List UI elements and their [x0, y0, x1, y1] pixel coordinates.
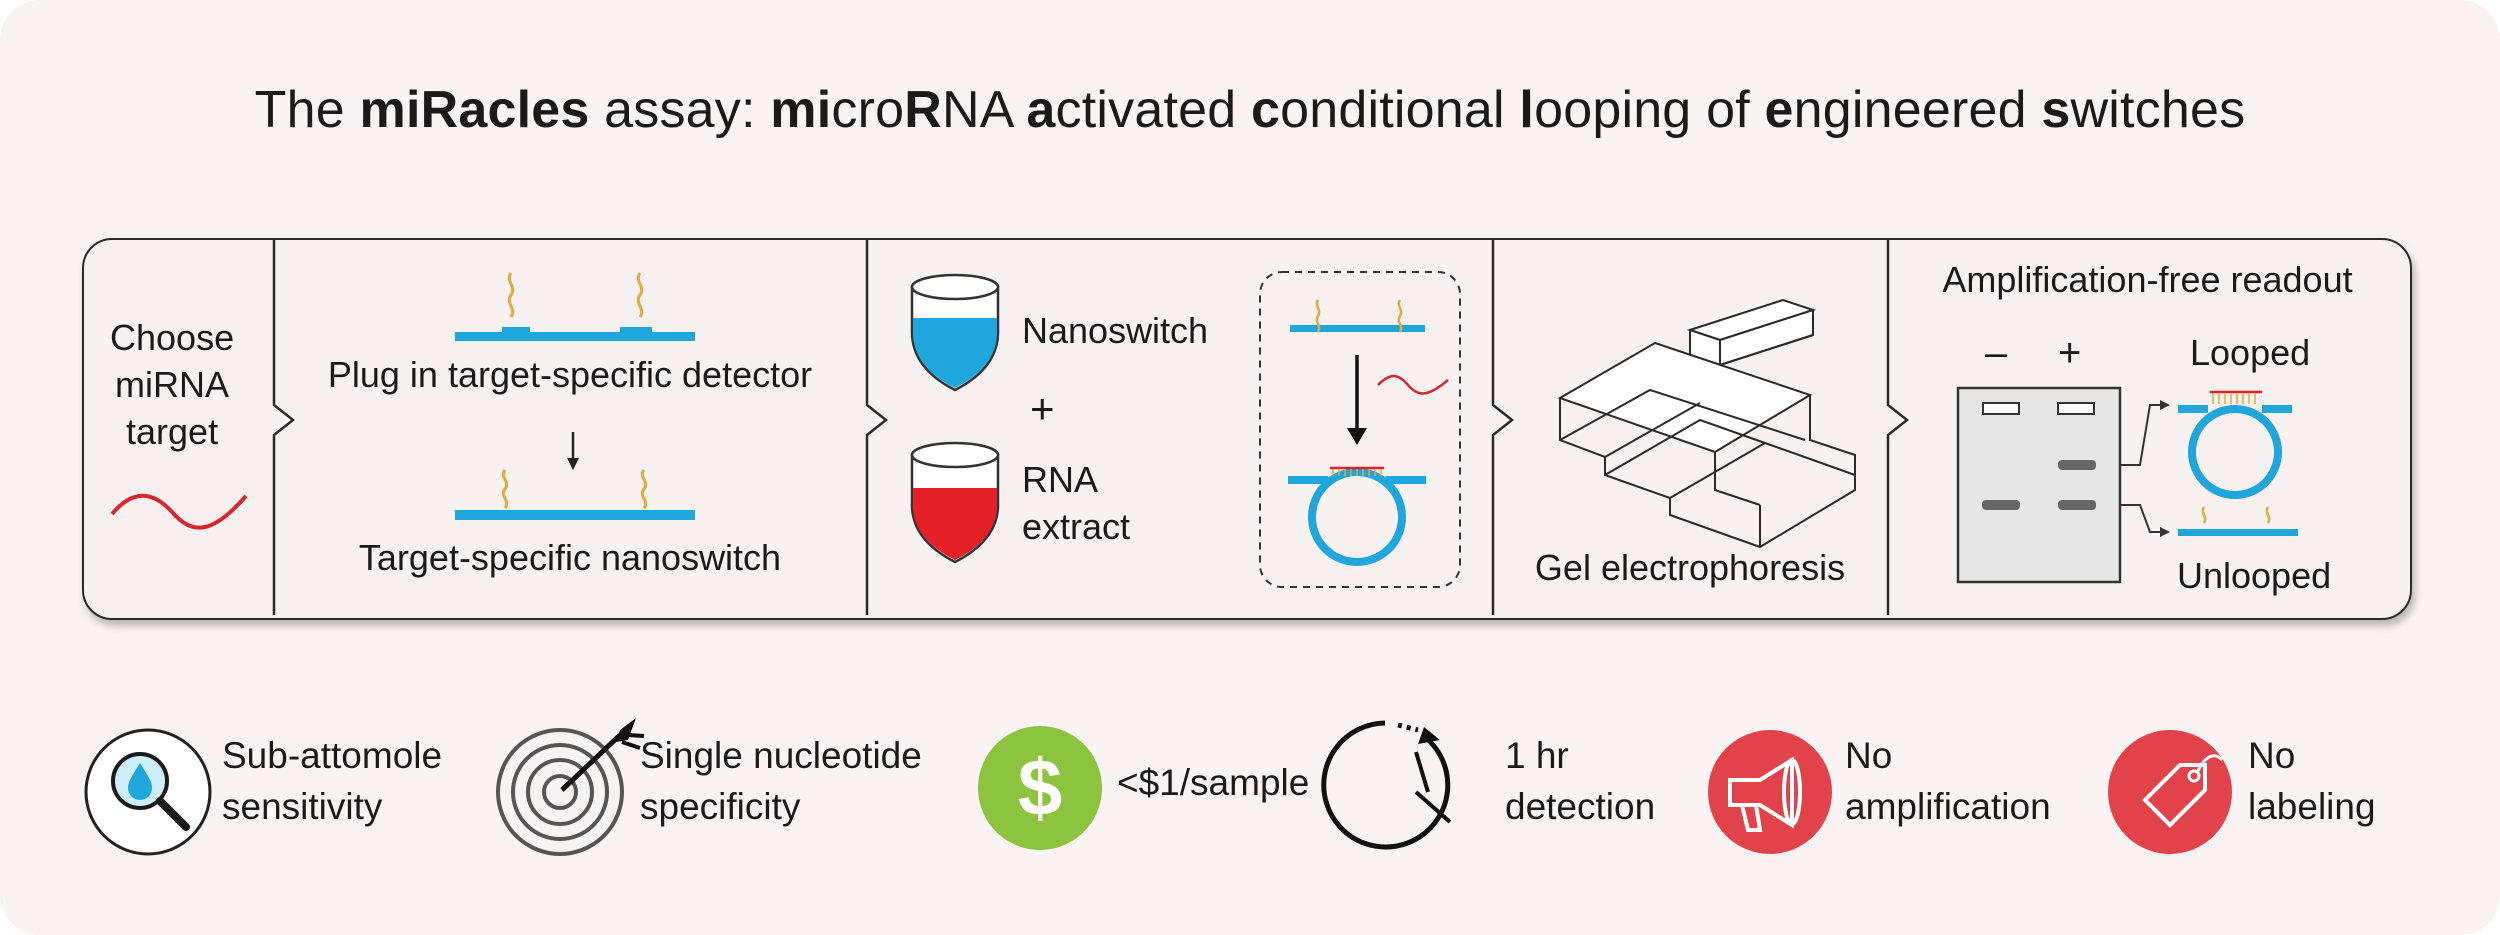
looped-nanoswitch-icon	[1288, 466, 1426, 566]
divider-1	[272, 240, 296, 615]
divider-3	[1491, 240, 1515, 615]
detector-nanoswitch-icon	[455, 272, 695, 341]
readout-looped-icon	[2178, 390, 2292, 499]
plus-sign: +	[1030, 385, 1055, 432]
gel-image	[1956, 386, 2122, 584]
target-specific-nanoswitch-icon	[455, 469, 695, 520]
mixing-arrow-icon	[1347, 355, 1367, 445]
looped-label: Looped	[2190, 332, 2311, 373]
mirna-strand-icon	[1377, 374, 1449, 395]
target-arrow-icon	[496, 718, 645, 856]
clock-icon	[1321, 720, 1452, 850]
dollar-icon: $	[978, 726, 1102, 850]
figure-title: The miRacles assay: microRNA activated c…	[254, 81, 2246, 139]
divider-2	[865, 240, 889, 615]
gel-box-icon	[1686, 298, 1817, 367]
feature-cost: <$1/sample	[1117, 762, 1310, 803]
step2-bottom-label: Target-specific nanoswitch	[358, 537, 782, 578]
gel-band-unlooped-1	[1982, 500, 2020, 510]
rna-extract-tube-icon	[910, 441, 1000, 564]
gel-well-1	[1982, 402, 2020, 415]
mirna-target-wave-icon	[110, 493, 248, 530]
nanoswitch-tube-icon	[910, 273, 1000, 392]
readout-connector	[2120, 404, 2162, 533]
magnifier-drop-icon	[84, 728, 212, 856]
gel-plus-label: +	[2058, 331, 2082, 375]
unlooped-label: Unlooped	[2177, 555, 2332, 596]
mixing-nanoswitch-icon	[1290, 299, 1425, 333]
hybridization-box	[1259, 271, 1461, 588]
tag-icon	[2108, 730, 2232, 854]
readout-heading: Amplification-free readout	[1942, 259, 2353, 300]
nanoswitch-label: Nanoswitch	[1022, 310, 1209, 351]
gel-minus-label: –	[1985, 331, 2008, 375]
down-arrow-icon	[567, 432, 579, 470]
gel-tank-icon	[1557, 341, 1856, 549]
gel-electrophoresis-label: Gel electrophoresis	[1534, 547, 1846, 588]
svg-text:$: $	[1018, 743, 1063, 832]
gel-band-unlooped-2	[2058, 500, 2096, 510]
readout-unlooped-icon	[2178, 506, 2298, 536]
megaphone-icon	[1708, 730, 1832, 854]
step2-top-label: Plug in target-specific detector	[327, 354, 813, 395]
gel-band-looped	[2058, 460, 2096, 470]
divider-4	[1886, 240, 1910, 615]
gel-well-2	[2057, 402, 2095, 415]
